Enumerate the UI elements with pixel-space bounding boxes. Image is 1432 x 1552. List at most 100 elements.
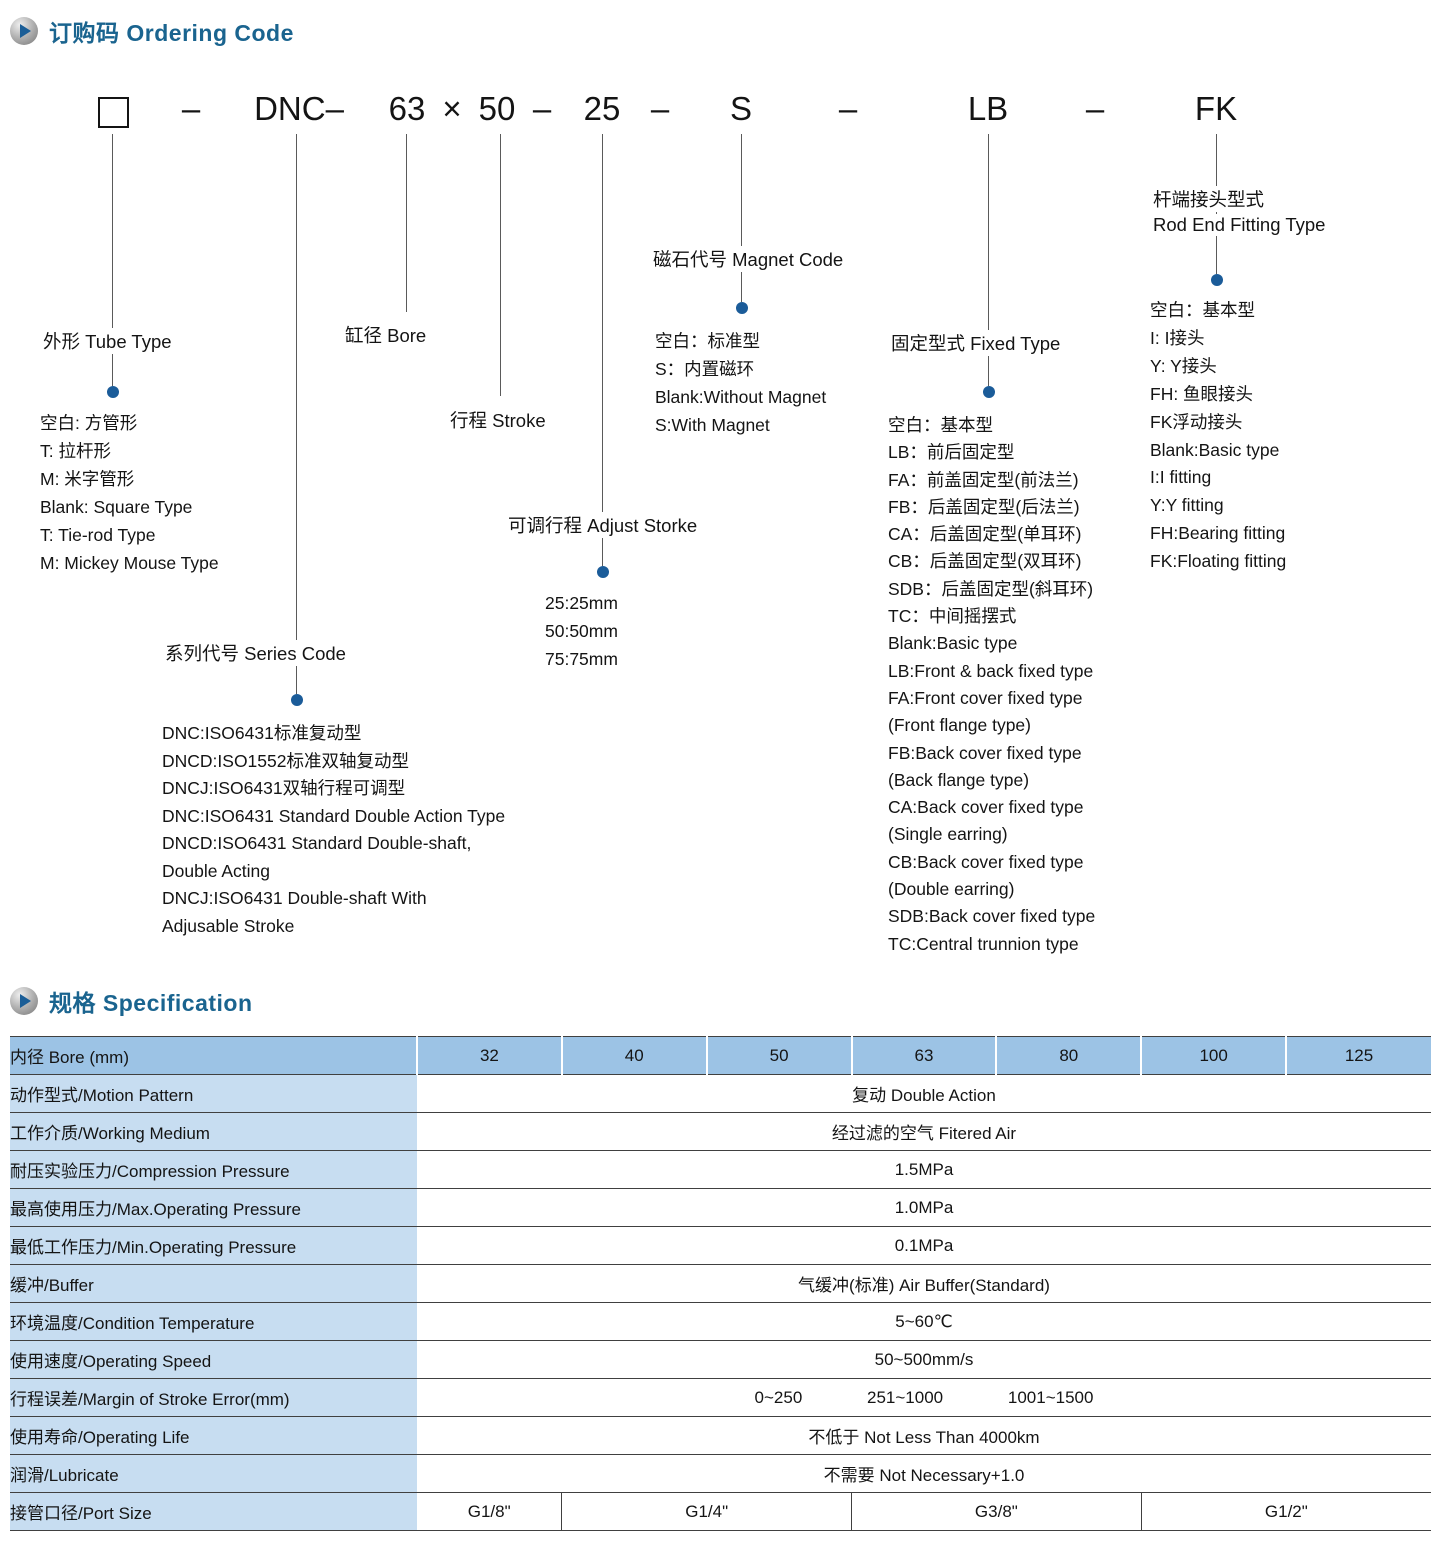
tube-type-options: 空白: 方管形 T: 拉杆形 M: 米字管形 Blank: Square Typ… — [40, 410, 219, 577]
table-row: 润滑/Lubricate 不需要 Not Necessary+1.0 — [10, 1454, 1431, 1493]
row-label: 耐压实验压力/Compression Pressure — [10, 1150, 417, 1189]
fixed-option: LB：前后固定型 — [888, 442, 1015, 463]
series-code-options: DNC:ISO6431标准复动型 DNCD:ISO1552标准双轴复动型 DNC… — [162, 720, 505, 940]
rod-end-option: I:I fitting — [1150, 467, 1212, 488]
rod-end-label-en: Rod End Fitting Type — [1150, 214, 1329, 236]
fixed-type-label: 固定型式 Fixed Type — [888, 330, 1064, 356]
table-header-row: 内径 Bore (mm) 32 40 50 63 80 100 125 — [10, 1036, 1431, 1075]
port-size-value: G3/8" — [851, 1492, 1142, 1531]
row-label: 接管口径/Port Size — [10, 1492, 417, 1531]
code-fixed-type: LB — [967, 90, 1009, 127]
table-row: 使用速度/Operating Speed 50~500mm/s — [10, 1340, 1431, 1379]
magnet-code-label: 磁石代号 Magnet Code — [650, 246, 847, 272]
fixed-option: TC：中间摇摆式 — [888, 606, 1017, 627]
row-value: 气缓冲(标准) Air Buffer(Standard) — [417, 1264, 1431, 1303]
bore-column-header: 63 — [850, 1036, 997, 1075]
code-multiply: × — [442, 90, 462, 127]
fixed-option: TC:Central trunnion type — [888, 933, 1079, 954]
ordering-section-title: 订购码 Ordering Code — [49, 20, 294, 46]
row-label: 工作介质/Working Medium — [10, 1112, 417, 1151]
magnet-option: Blank:Without Magnet — [655, 386, 827, 407]
magnet-option: 空白：标准型 — [655, 331, 760, 351]
fixed-option: (Double earring) — [888, 879, 1015, 900]
fixed-option: Blank:Basic type — [888, 633, 1018, 654]
play-bullet-icon — [10, 987, 38, 1015]
fixed-option: CA：后盖固定型(单耳环) — [888, 524, 1082, 545]
bore-column-header: 80 — [995, 1036, 1142, 1075]
row-value: 不需要 Not Necessary+1.0 — [417, 1454, 1431, 1493]
bore-header-label: 内径 Bore (mm) — [10, 1036, 417, 1075]
stroke-error-range: 1001~1500 — [1007, 1387, 1094, 1407]
fixed-option: LB:Front & back fixed type — [888, 660, 1094, 681]
tube-option: T: Tie-rod Type — [40, 524, 156, 545]
port-size-value: G1/8" — [417, 1492, 562, 1531]
fixed-option: (Single earring) — [888, 824, 1008, 845]
bore-column-header: 32 — [416, 1036, 562, 1075]
stroke-error-range: 251~1000 — [867, 1387, 944, 1407]
code-adjust-stroke: 25 — [583, 90, 621, 127]
series-option: Adjusable Stroke — [162, 915, 295, 936]
code-series: DNC– — [254, 90, 344, 127]
rod-end-option: Blank:Basic type — [1150, 439, 1280, 460]
row-label: 使用寿命/Operating Life — [10, 1416, 417, 1455]
row-value: 0~250 251~1000 1001~1500 — [417, 1378, 1431, 1417]
fixed-option: FB：后盖固定型(后法兰) — [888, 496, 1080, 517]
series-code-label: 系列代号 Series Code — [162, 640, 349, 666]
fixed-option: (Front flange type) — [888, 715, 1031, 736]
specification-table: 内径 Bore (mm) 32 40 50 63 80 100 125 动作型式… — [10, 1036, 1431, 1531]
code-magnet: S — [729, 90, 753, 127]
row-label: 行程误差/Margin of Stroke Error(mm) — [10, 1378, 417, 1417]
code-separator-2: – — [532, 90, 552, 127]
fixed-option: FA：前盖固定型(前法兰) — [888, 469, 1079, 490]
series-option: Double Acting — [162, 860, 270, 881]
series-option: DNCJ:ISO6431双轴行程可调型 — [162, 778, 406, 798]
table-row: 动作型式/Motion Pattern 复动 Double Action — [10, 1074, 1431, 1113]
row-label: 使用速度/Operating Speed — [10, 1340, 417, 1379]
specification-header: 规格 Specification — [10, 984, 253, 1018]
dot-magnet — [736, 302, 748, 314]
fixed-option: (Back flange type) — [888, 769, 1030, 790]
dot-fixed — [983, 386, 995, 398]
series-option: DNC:ISO6431标准复动型 — [162, 723, 362, 743]
rod-end-option: Y:Y fitting — [1150, 495, 1224, 516]
dot-adjust — [597, 566, 609, 578]
rod-end-options: 空白：基本型 I: I接头 Y: Y接头 FH: 鱼眼接头 FK浮动接头 Bla… — [1150, 297, 1286, 576]
bore-column-header: 50 — [705, 1036, 852, 1075]
rod-end-option: FH: 鱼眼接头 — [1150, 383, 1254, 404]
dot-rod-end — [1211, 274, 1223, 286]
leader-line-bore — [406, 134, 407, 312]
leader-line-tube — [112, 134, 113, 386]
code-rod-end: FK — [1194, 90, 1238, 127]
tube-option: T: 拉杆形 — [40, 440, 111, 461]
table-row: 最低工作压力/Min.Operating Pressure 0.1MPa — [10, 1226, 1431, 1265]
fixed-option: CA:Back cover fixed type — [888, 797, 1084, 818]
adjust-option: 75:75mm — [545, 648, 618, 669]
rod-end-label-cn: 杆端接头型式 — [1150, 186, 1268, 212]
fixed-option: CB：后盖固定型(双耳环) — [888, 551, 1082, 572]
table-row: 耐压实验压力/Compression Pressure 1.5MPa — [10, 1150, 1431, 1189]
leader-line-fixed — [988, 134, 989, 386]
code-separator-3: – — [650, 90, 670, 127]
ordering-code-header: 订购码 Ordering Code — [10, 14, 294, 48]
magnet-option: S:With Magnet — [655, 414, 770, 435]
play-bullet-icon — [10, 17, 38, 45]
row-label: 最低工作压力/Min.Operating Pressure — [10, 1226, 417, 1265]
tube-option: M: Mickey Mouse Type — [40, 552, 219, 573]
leader-line-magnet — [741, 134, 742, 302]
code-separator-4: – — [838, 90, 858, 127]
table-row: 工作介质/Working Medium 经过滤的空气 Fitered Air — [10, 1112, 1431, 1151]
table-row: 最高使用压力/Max.Operating Pressure 1.0MPa — [10, 1188, 1431, 1227]
rod-end-option: 空白：基本型 — [1150, 300, 1255, 320]
row-value: 复动 Double Action — [417, 1074, 1431, 1113]
row-value: 1.0MPa — [417, 1188, 1431, 1227]
rod-end-option: Y: Y接头 — [1150, 355, 1217, 376]
adjust-stroke-options: 25:25mm 50:50mm 75:75mm — [545, 590, 618, 674]
bore-column-header: 125 — [1285, 1036, 1431, 1075]
stroke-label: 行程 Stroke — [450, 410, 546, 431]
code-separator-1: – — [181, 90, 201, 127]
series-option: DNCD:ISO6431 Standard Double-shaft, — [162, 833, 472, 853]
fixed-option: FA:Front cover fixed type — [888, 687, 1083, 708]
leader-line-series — [296, 134, 297, 694]
specification-section-title: 规格 Specification — [49, 990, 253, 1016]
